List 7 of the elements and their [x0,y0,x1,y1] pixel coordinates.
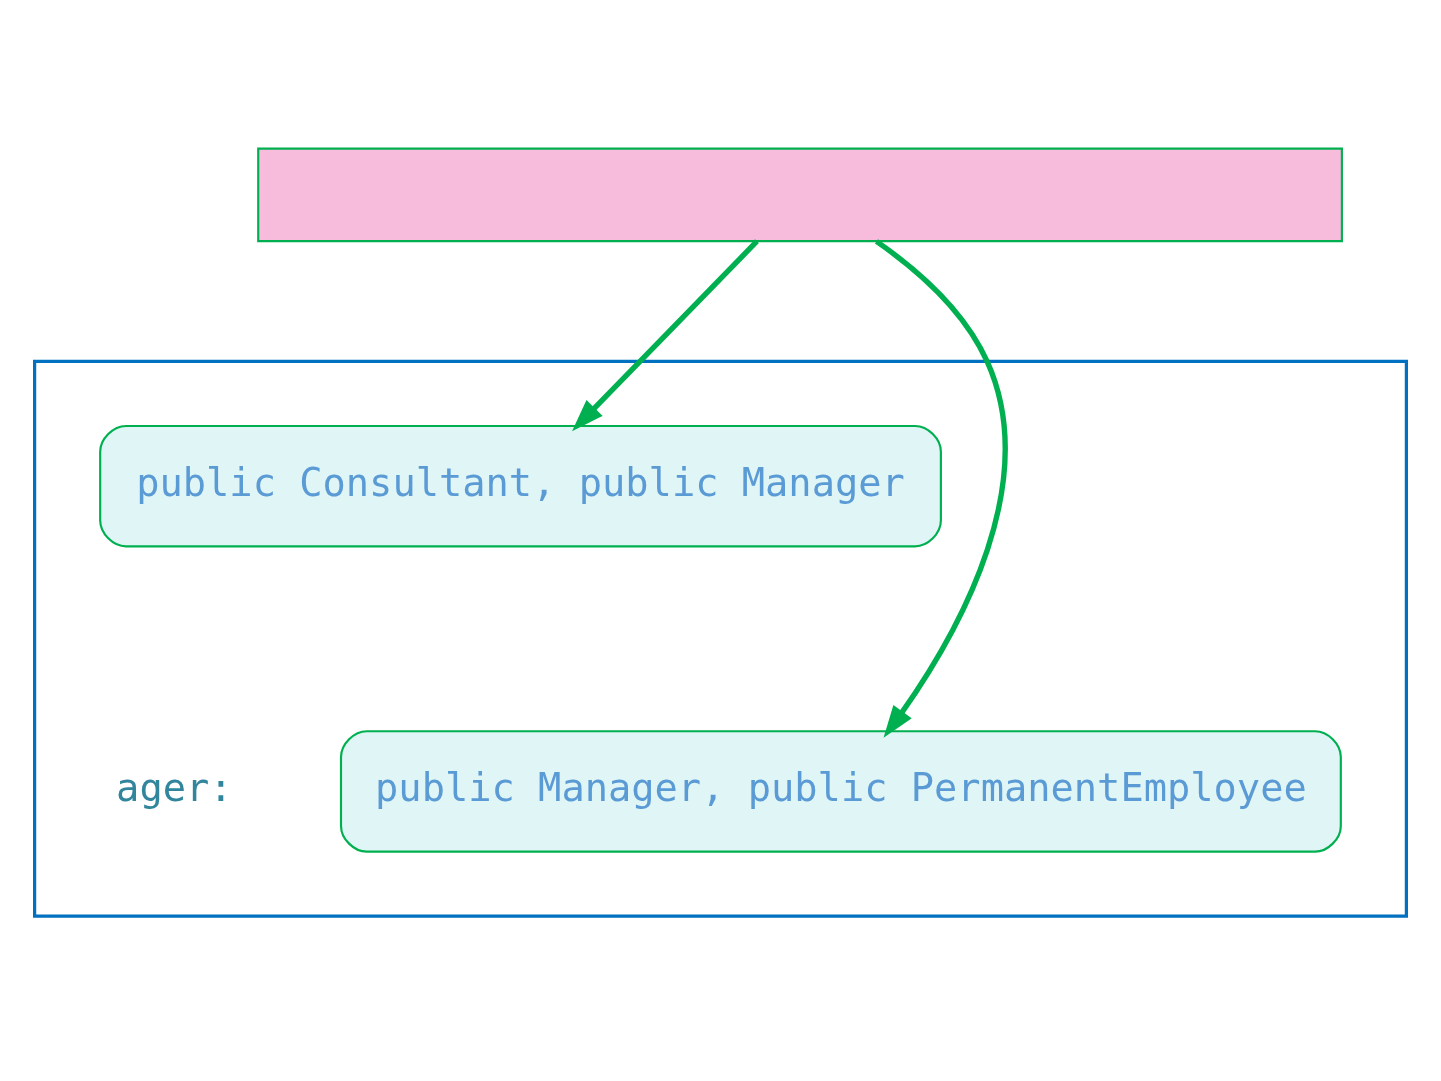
node-box: public Consultant, public Manager [99,424,942,547]
arrow [874,238,1008,738]
cluster [33,359,1408,918]
node-box: public Manager, public PermanentEmployee [339,729,1342,853]
arrow [572,238,759,431]
node-box [257,147,1343,242]
label: ager: [116,764,233,810]
